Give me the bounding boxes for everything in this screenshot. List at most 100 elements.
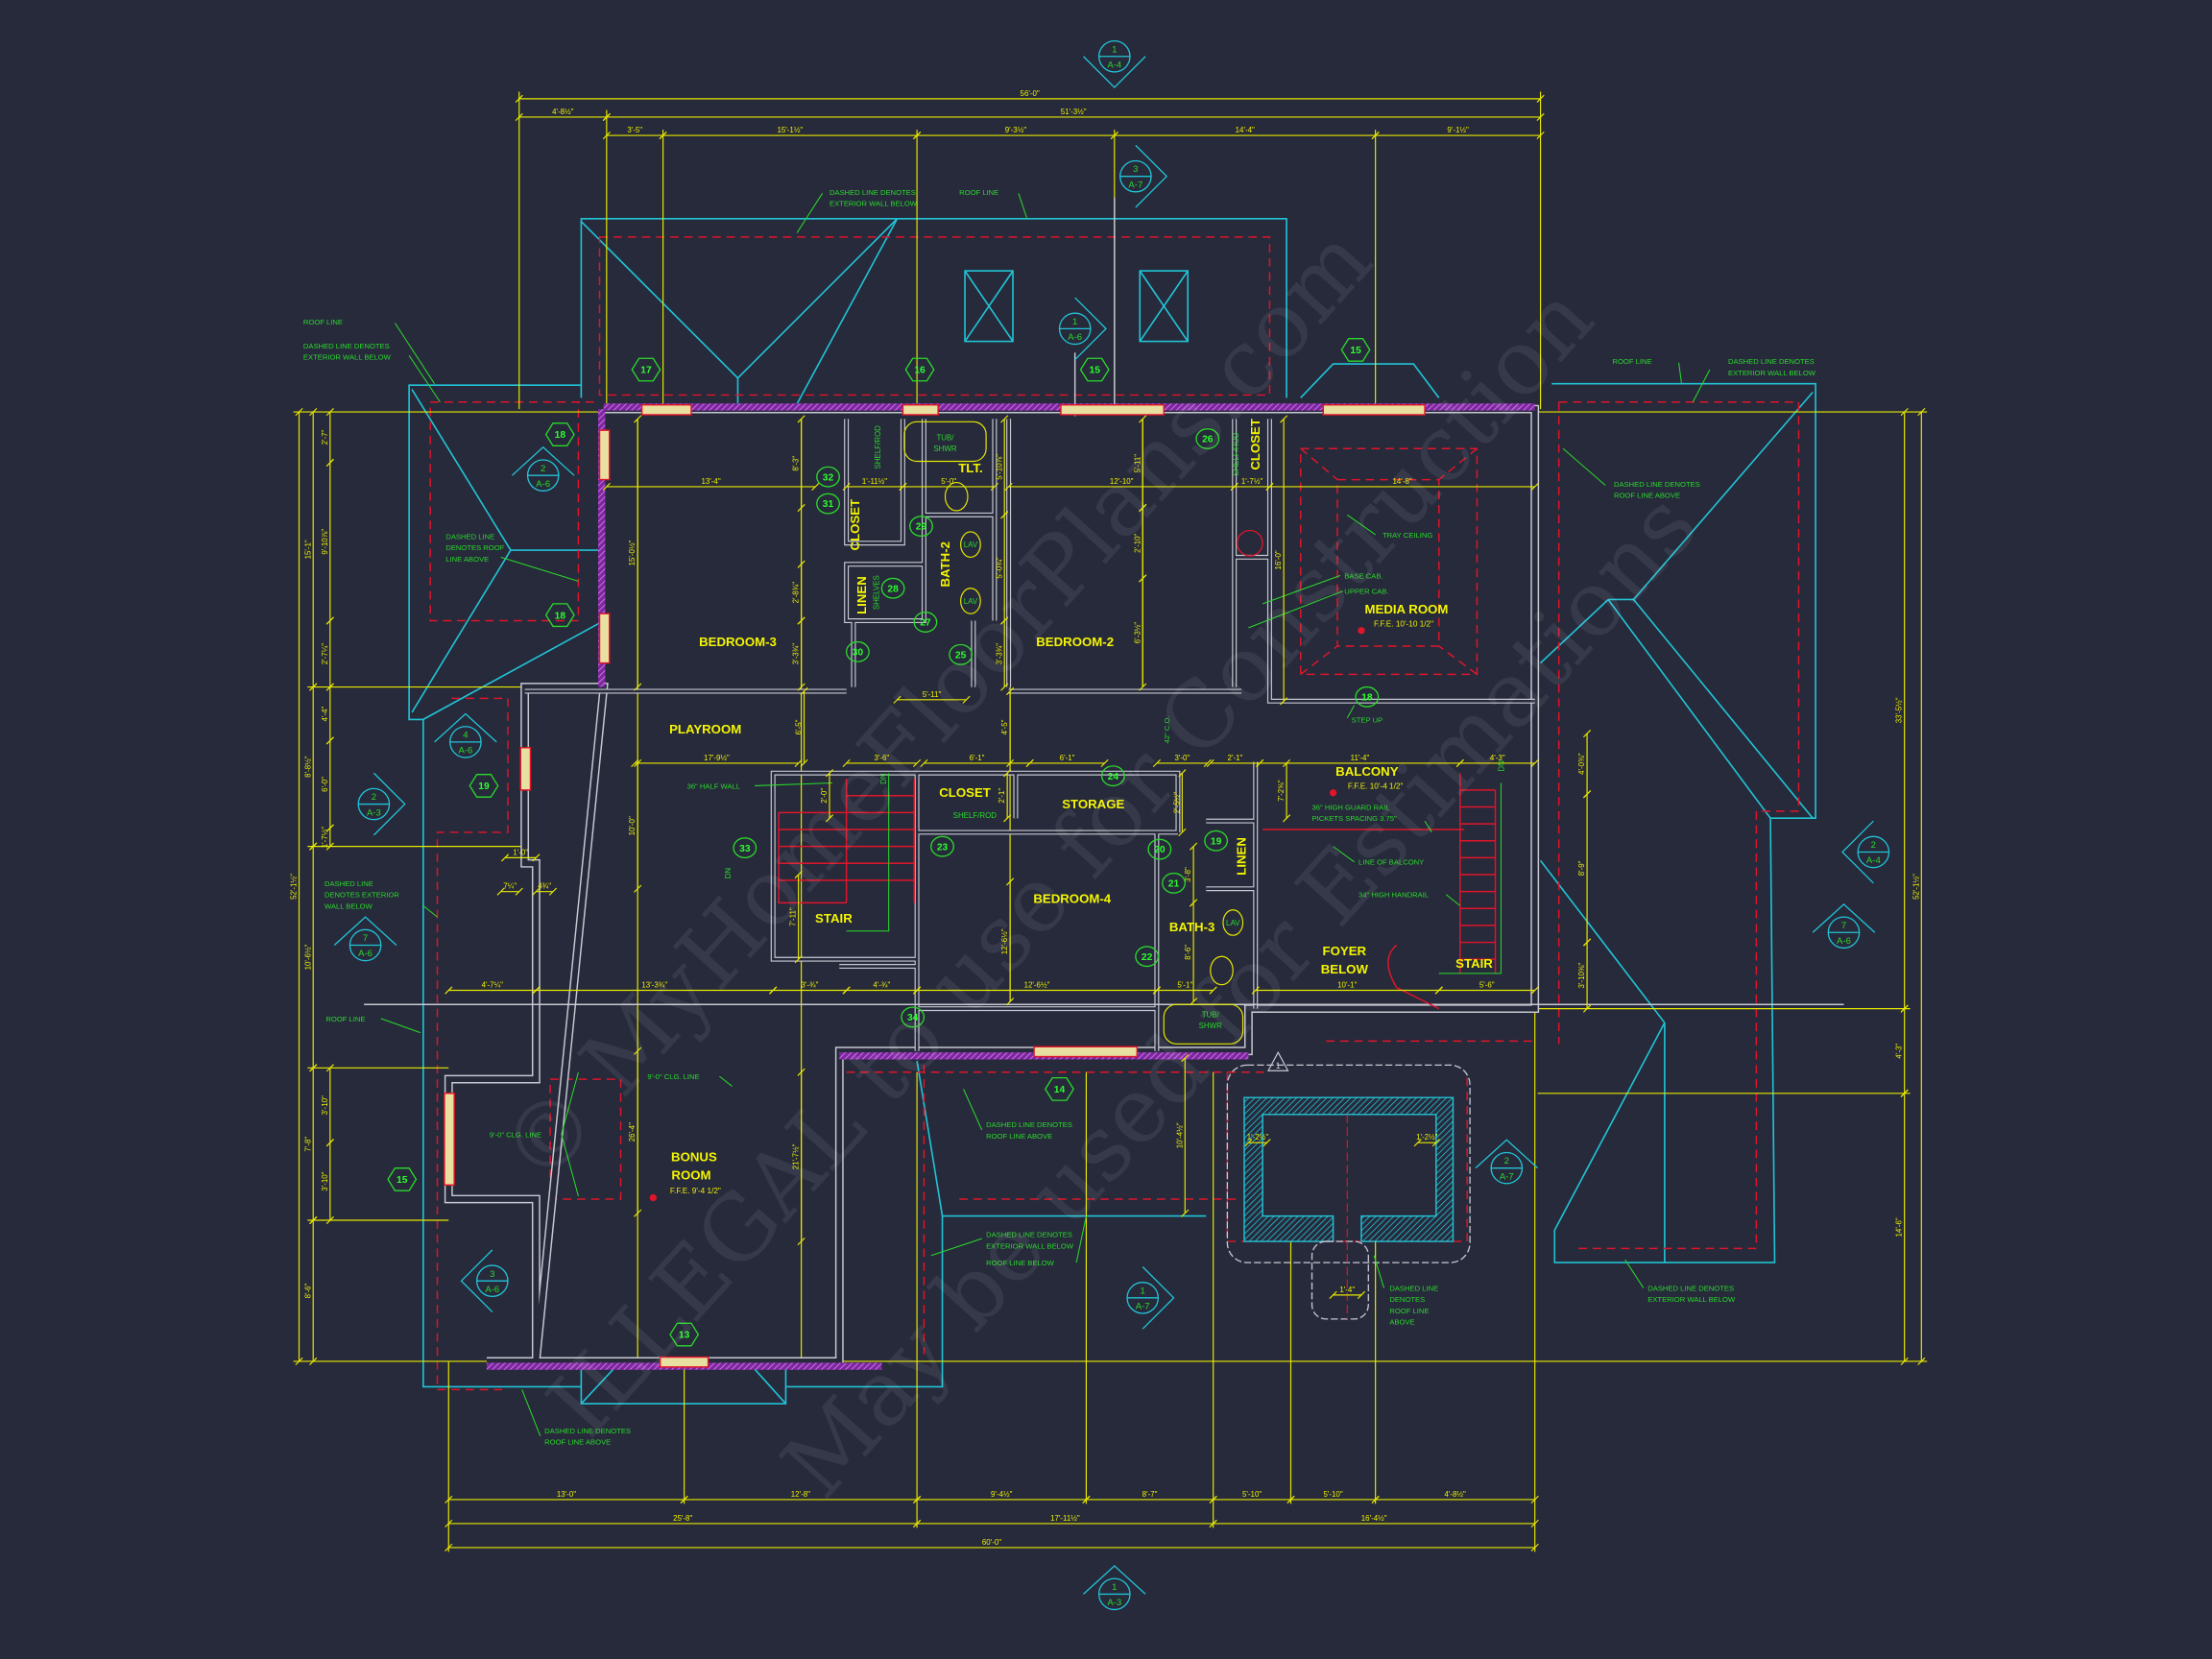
door-tag-number: 21 <box>1168 879 1180 890</box>
dimension-tick <box>1152 758 1161 768</box>
door-tag-number: 18 <box>1361 693 1373 704</box>
dimension-interior: 5'-0" <box>899 477 999 492</box>
door-tag: 33 <box>733 837 757 859</box>
ffe-label: F.F.E. 9'-4 1/2" <box>670 1187 721 1195</box>
section-arrow-icon <box>1142 1266 1175 1330</box>
fixture-label-lav-2: LAV <box>964 597 978 606</box>
section-marker[interactable]: 2A-3 <box>357 772 406 836</box>
dimension-left: 1'-7½" <box>321 824 334 851</box>
section-arrow-icon <box>333 916 397 946</box>
dimension-text: 4'-4" <box>321 706 329 721</box>
dimension-text: 6'-1" <box>970 754 985 762</box>
section-marker[interactable]: 4A-6 <box>434 712 497 758</box>
dimension-tick <box>515 94 523 103</box>
dimension-tick <box>295 1357 303 1366</box>
annotation-note: 34" HIGH HANDRAIL <box>1358 891 1429 900</box>
section-marker[interactable]: 1A-7 <box>1126 1266 1175 1330</box>
dimension-tick <box>1003 814 1012 823</box>
dimension-interior: 4¾" <box>532 882 558 896</box>
dimension-text: 2'-10" <box>1133 533 1142 552</box>
dimension-text: 11'-4" <box>1351 754 1370 762</box>
dimension-tick <box>1530 758 1539 768</box>
dimension-tick <box>515 887 523 896</box>
section-marker[interactable]: 3A-6 <box>460 1249 509 1312</box>
dimension-tick <box>1536 94 1545 103</box>
note-line: BASE CAB. <box>1344 571 1382 580</box>
window-tag-hexagon-icon <box>904 357 935 382</box>
annotation-note: ROOF LINE <box>325 1015 365 1023</box>
hatched-wall-left <box>598 409 606 687</box>
door-tag-circle-icon <box>1195 428 1220 449</box>
dimension-tick <box>631 758 639 768</box>
dimension-tick <box>1900 407 1909 417</box>
dimension-tick <box>548 887 558 896</box>
section-sheet: A-7 <box>1500 1171 1514 1182</box>
section-marker[interactable]: 1A-3 <box>1083 1565 1146 1611</box>
fixture-label-dn-2: DN <box>724 868 733 879</box>
dimension-tick <box>1256 758 1264 768</box>
section-marker[interactable]: 1A-4 <box>1083 39 1146 89</box>
dimension-text: 9'-10⅞" <box>321 529 329 555</box>
dimension-tick <box>1280 697 1288 706</box>
dimension-tick <box>634 758 642 768</box>
section-marker[interactable]: 7A-6 <box>1812 902 1876 950</box>
section-marker[interactable]: 3A-7 <box>1119 144 1168 208</box>
dimension-tick <box>515 112 523 122</box>
dimension-tick <box>445 986 453 995</box>
dimension-text: 4'-¾" <box>873 981 890 990</box>
section-marker[interactable]: 7A-6 <box>333 916 397 962</box>
door-tag-circle-icon <box>1204 830 1229 852</box>
dimension-interior: 1'-2½" <box>1244 1133 1271 1147</box>
dimension-text: 3'-10⅝" <box>1577 963 1586 989</box>
door-tag-number: 33 <box>739 844 751 854</box>
dimension-tick <box>1530 986 1539 995</box>
note-line: DASHED LINE DENOTES <box>303 342 390 350</box>
dimension-tick <box>634 1209 642 1217</box>
dimension-tick <box>325 407 334 417</box>
dimension-interior: 13'-4" <box>602 477 820 492</box>
fixture-label-shelves: SHELVES <box>872 575 880 610</box>
dimension-text: 2'-1" <box>1228 754 1243 762</box>
front-porch-structure <box>1226 1064 1471 1320</box>
dimension-tick <box>1282 758 1291 768</box>
section-marker[interactable]: 1A-6 <box>1058 297 1107 361</box>
dimension-tick <box>1371 131 1380 140</box>
note-line: DASHED LINE DENOTES <box>1647 1284 1734 1292</box>
section-sheet: A-6 <box>1837 936 1851 947</box>
dimension-text: 4'-3" <box>1490 754 1505 762</box>
dimension-tick <box>1003 769 1012 778</box>
annotation-note: 42" C.O. <box>1163 715 1171 743</box>
dimension-tick <box>1190 899 1198 907</box>
section-marker[interactable]: 2A-6 <box>511 445 575 493</box>
door-tag-number: 34 <box>907 1013 919 1023</box>
note-line: ABOVE <box>1389 1318 1414 1327</box>
dimension-text: 2'-7¼" <box>321 643 329 665</box>
section-arrow-icon <box>1812 902 1876 933</box>
annotation-note: ROOF LINE BELOW <box>986 1259 1055 1267</box>
section-marker[interactable]: 2A-7 <box>1475 1139 1539 1185</box>
dimension-tick <box>1286 1495 1295 1504</box>
section-marker[interactable]: 2A-4 <box>1841 820 1890 884</box>
dimension-tick <box>1000 683 1009 691</box>
windows <box>444 403 1426 1368</box>
dimension-tick <box>1530 1543 1539 1552</box>
door-tag-circle-icon <box>930 835 954 857</box>
note-line: 42" C.O. <box>1163 715 1171 743</box>
dimension-text: 5'-0¾" <box>995 557 1003 579</box>
dimension-tick <box>1900 1357 1909 1366</box>
dimension-interior: 10'-0" <box>628 758 642 893</box>
dimension-tick <box>325 824 334 832</box>
window-tag-hexagon-icon <box>1079 357 1110 382</box>
dimension-text: 7'-2⅝" <box>1277 780 1286 802</box>
dimension-text: 1'-2½" <box>1247 1133 1269 1142</box>
dimension-text: 4'-5" <box>1000 719 1009 734</box>
window-tag-hexagon-icon <box>544 603 575 628</box>
section-arrow-icon <box>1083 1565 1146 1595</box>
note-line: ROOF LINE ABOVE <box>544 1438 611 1447</box>
dimension-tick <box>1181 1209 1190 1217</box>
door-tag-circle-icon <box>816 493 840 515</box>
annotation-note: 36" HALF WALL <box>687 781 740 790</box>
